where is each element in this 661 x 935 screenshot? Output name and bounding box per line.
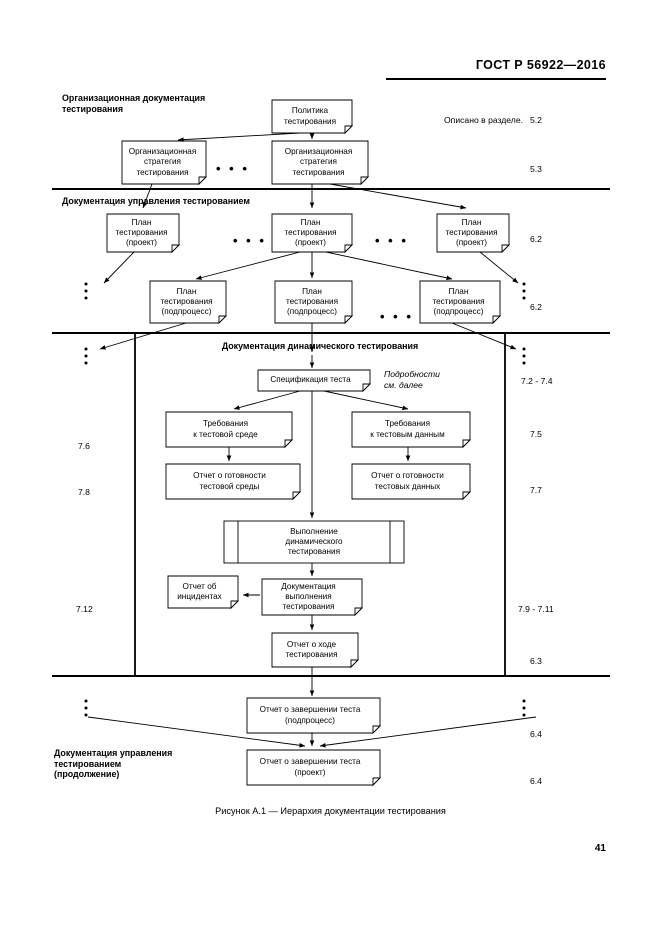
section-number-env-readiness: 7.8 xyxy=(78,487,90,497)
section-number-policy: 5.2 xyxy=(530,115,542,125)
section-number-completion-project: 6.4 xyxy=(530,776,542,786)
header-rule xyxy=(386,78,606,80)
node-plan-subprocess-1: План тестирования (подпроцесс) xyxy=(160,286,213,317)
section-number-incident-report: 7.12 xyxy=(76,604,93,614)
ellipsis-org-strategy: • • • xyxy=(216,161,250,176)
node-execution-doc: Документация выполнения тестирования xyxy=(281,581,336,612)
figure-caption: Рисунок А.1 — Иерархия документации тест… xyxy=(215,806,446,816)
node-incident-report: Отчет об инцидентах xyxy=(177,581,222,601)
node-org-strategy-right: Организационная стратегия тестирования xyxy=(284,147,353,177)
band-divider xyxy=(52,187,610,678)
node-plan-project-3: План тестирования (проект) xyxy=(445,217,498,248)
ellipsis-plan-subprocess: • • • xyxy=(380,309,414,324)
band-title-dynamic: Документация динамического тестирования xyxy=(221,341,419,351)
node-plan-project-2: План тестирования (проект) xyxy=(284,217,337,248)
node-plan-project-1: План тестирования (проект) xyxy=(115,217,168,248)
section-number-data-requirements: 7.5 xyxy=(530,429,542,439)
ellipsis-plan-project-2: • • • xyxy=(375,233,409,248)
node-progress-report: Отчет о ходе тестирования xyxy=(285,639,338,659)
page-number: 41 xyxy=(594,843,606,854)
section-number-org-strategy: 5.3 xyxy=(530,164,542,174)
node-data-readiness: Отчет о готовности тестовых данных xyxy=(371,471,444,491)
band-title-organisational: Организационная документация тестировани… xyxy=(62,93,206,114)
band-title-management: Документация управления тестированием xyxy=(62,196,250,206)
node-data-requirements: Требования к тестовым данным xyxy=(370,419,445,439)
band-title-management-continued: Документация управления тестированием (п… xyxy=(54,748,173,780)
node-execution: Выполнение динамического тестирования xyxy=(285,526,343,557)
section-number-env-requirements: 7.6 xyxy=(78,441,90,451)
section-number-execution-doc: 7.9 - 7.11 xyxy=(518,604,554,614)
node-policy: Политика тестирования xyxy=(283,106,337,126)
section-number-progress-report: 6.3 xyxy=(530,656,542,666)
section-number-test-spec: 7.2 - 7.4 xyxy=(521,376,553,386)
note-described-in-section: Описано в разделе. xyxy=(444,115,523,125)
section-number-data-readiness: 7.7 xyxy=(530,485,542,495)
standard-header: ГОСТ Р 56922—2016 xyxy=(475,58,606,72)
node-org-strategy-left: Организационная стратегия тестирования xyxy=(128,147,197,177)
dynamic-band-frame xyxy=(134,333,506,676)
node-env-requirements: Требования к тестовой среде xyxy=(193,419,258,439)
node-env-readiness: Отчет о готовности тестовой среды xyxy=(193,471,266,491)
section-number-completion-subprocess: 6.4 xyxy=(530,729,542,739)
note-details-below: Подробности см. далее xyxy=(384,369,440,390)
node-completion-project: Отчет о завершении теста (проект) xyxy=(259,757,361,777)
section-number-plan-project: 6.2 xyxy=(530,234,542,244)
vertical-ellipsis xyxy=(84,282,526,717)
ellipsis-plan-project-1: • • • xyxy=(233,233,267,248)
section-number-plan-subprocess: 6.2 xyxy=(530,302,542,312)
node-plan-subprocess-3: План тестирования (подпроцесс) xyxy=(432,286,485,317)
node-completion-subprocess: Отчет о завершении теста (подпроцесс) xyxy=(259,705,361,725)
node-plan-subprocess-2: План тестирования (подпроцесс) xyxy=(285,286,339,317)
node-test-spec: Спецификация теста xyxy=(270,375,351,385)
